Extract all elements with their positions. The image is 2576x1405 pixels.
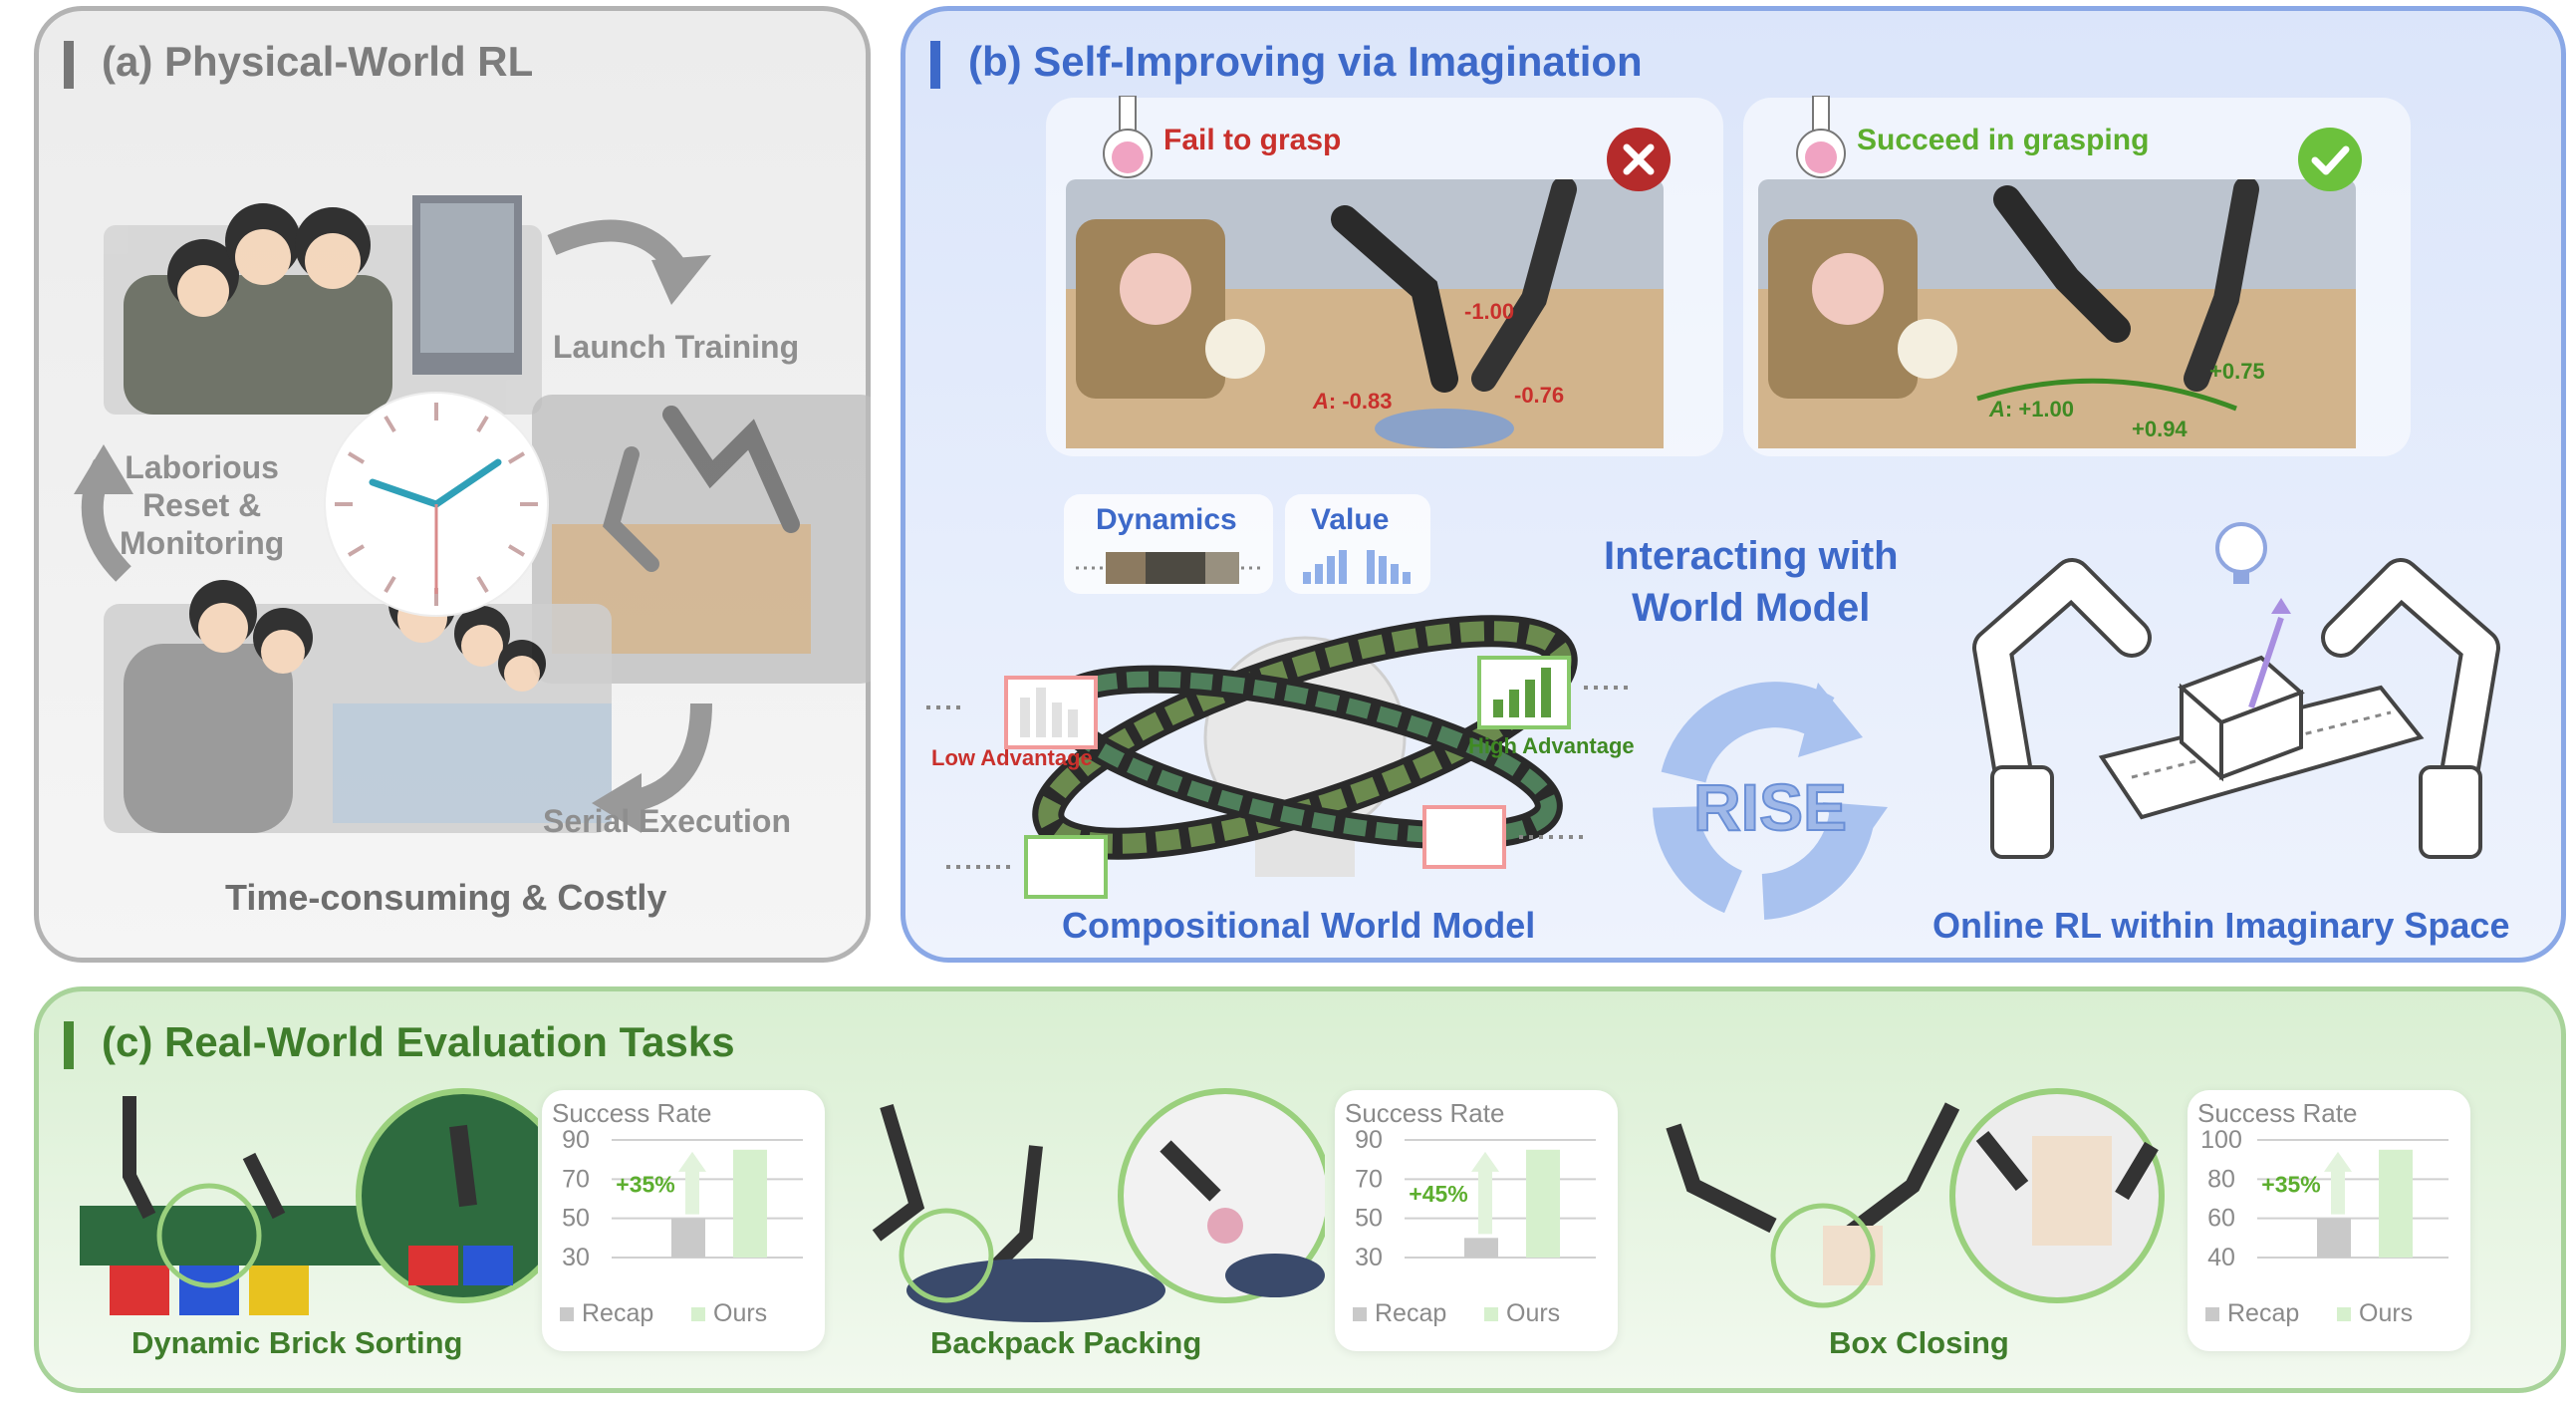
y-tick-label: 60 (2207, 1205, 2235, 1233)
interacting-with-world-model-label: Interacting with World Model (1604, 534, 1899, 630)
y-tick-label: 40 (2207, 1244, 2235, 1271)
legend-label-recap: Recap (1375, 1299, 1446, 1327)
y-tick-label: 90 (1355, 1126, 1383, 1154)
bar-recap (1464, 1238, 1498, 1258)
laborious-reset-label: Laborious Reset & Monitoring (120, 449, 285, 561)
fail-x-icon (1607, 128, 1671, 191)
y-tick-label: 80 (2207, 1165, 2235, 1193)
time-consuming-caption: Time-consuming & Costly (225, 877, 667, 918)
task-brick-sorting-image (80, 1088, 538, 1315)
y-tick-label: 30 (1355, 1244, 1383, 1271)
task-box-closing-image (1666, 1088, 2165, 1308)
task-3-name: Box Closing (1829, 1325, 2009, 1360)
legend-swatch-ours (2337, 1307, 2351, 1321)
gain-arrow-head (678, 1151, 706, 1172)
legend-label-ours: Ours (1506, 1299, 1560, 1327)
bar-ours (733, 1149, 767, 1258)
chart-backpack-packing: Success Rate 30 50 70 90 +45% Recap Ours (1345, 1098, 1596, 1327)
legend-label-ours: Ours (2359, 1299, 2413, 1327)
y-tick-label: 30 (562, 1244, 590, 1271)
legend-swatch-recap (2205, 1307, 2219, 1321)
fail-adv-2: -1.00 (1464, 299, 1515, 324)
success-flask-icon (1796, 96, 1846, 178)
value-bars-icon (1303, 550, 1411, 584)
clock-icon (324, 392, 549, 617)
gain-arrow-head (1471, 1151, 1499, 1172)
legend-label-recap: Recap (582, 1299, 653, 1327)
bar-recap (671, 1218, 705, 1258)
success-check-icon (2298, 128, 2362, 191)
success-grasp-image (1758, 179, 2356, 448)
dynamics-filmstrip-icon (1076, 552, 1265, 584)
fail-adv-3: -0.76 (1514, 383, 1565, 408)
high-advantage-label: High Advantage (1468, 733, 1635, 758)
success-adv-1: A: +1.00 (1989, 397, 2075, 422)
succeed-grasping-label: Succeed in grasping (1857, 124, 2150, 156)
launch-training-label: Launch Training (553, 329, 800, 365)
imaginary-robots-image (1972, 522, 2500, 859)
gain-label: +35% (616, 1171, 674, 1197)
panel-b-title: (b) Self-Improving via Imagination (930, 38, 1643, 89)
fail-to-grasp-label: Fail to grasp (1163, 124, 1342, 156)
gain-label: +35% (2261, 1171, 2320, 1197)
y-tick-label: 70 (562, 1165, 590, 1193)
panel-a-title: (a) Physical-World RL (64, 38, 533, 89)
bar-ours (1526, 1149, 1560, 1258)
task-2-name: Backpack Packing (930, 1325, 1202, 1360)
chart-title: Success Rate (1345, 1098, 1504, 1128)
bar-recap (2317, 1218, 2351, 1258)
legend-swatch-recap (560, 1307, 574, 1321)
legend-label-ours: Ours (713, 1299, 767, 1327)
y-tick-label: 90 (562, 1126, 590, 1154)
chart-card-1: Success Rate 30 50 70 90 +35% Recap Ours (542, 1090, 825, 1351)
people-at-computer-image (104, 195, 542, 415)
serial-execution-label: Serial Execution (543, 803, 791, 839)
chart-title: Success Rate (552, 1098, 711, 1128)
task-backpack-packing-image (872, 1088, 1325, 1322)
legend-swatch-ours (691, 1307, 705, 1321)
y-tick-label: 100 (2200, 1126, 2242, 1154)
legend-label-recap: Recap (2227, 1299, 2299, 1327)
rise-cycle-icon (1653, 682, 1888, 920)
legend-swatch-recap (1353, 1307, 1367, 1321)
y-tick-label: 50 (562, 1205, 590, 1233)
online-rl-label: Online RL within Imaginary Space (1932, 905, 2510, 946)
fail-grasp-image (1066, 179, 1664, 448)
success-adv-3: +0.94 (2132, 417, 2188, 441)
panel-c-title: (c) Real-World Evaluation Tasks (64, 1018, 735, 1069)
chart-title: Success Rate (2197, 1098, 2357, 1128)
fail-adv-1: A: -0.83 (1313, 389, 1393, 414)
bar-ours (2379, 1149, 2413, 1258)
panel-a-illustration (74, 195, 871, 833)
legend-swatch-ours (1484, 1307, 1498, 1321)
success-adv-2: +0.75 (2209, 359, 2265, 384)
chart-brick-sorting: Success Rate 30 50 70 90 +35% Recap Ours (552, 1098, 803, 1327)
gain-label: +45% (1409, 1181, 1467, 1207)
world-model-film-image (926, 615, 1634, 899)
people-at-robot-image (104, 570, 612, 833)
dynamics-label: Dynamics (1096, 503, 1237, 536)
y-tick-label: 70 (1355, 1165, 1383, 1193)
chart-card-2: Success Rate 30 50 70 90 +45% Recap Ours (1335, 1090, 1618, 1351)
fail-flask-icon (1103, 96, 1153, 178)
rise-label: RISE (1692, 769, 1848, 845)
compositional-world-model-label: Compositional World Model (1062, 905, 1536, 946)
gain-arrow-head (2324, 1151, 2352, 1172)
y-tick-label: 50 (1355, 1205, 1383, 1233)
low-advantage-label: Low Advantage (931, 745, 1093, 770)
chart-box-closing: Success Rate 40 60 80 100 +35% Recap Ours (2197, 1098, 2448, 1327)
task-1-name: Dynamic Brick Sorting (131, 1325, 463, 1360)
chart-card-3: Success Rate 40 60 80 100 +35% Recap Ours (2188, 1090, 2470, 1351)
value-label: Value (1311, 503, 1390, 536)
